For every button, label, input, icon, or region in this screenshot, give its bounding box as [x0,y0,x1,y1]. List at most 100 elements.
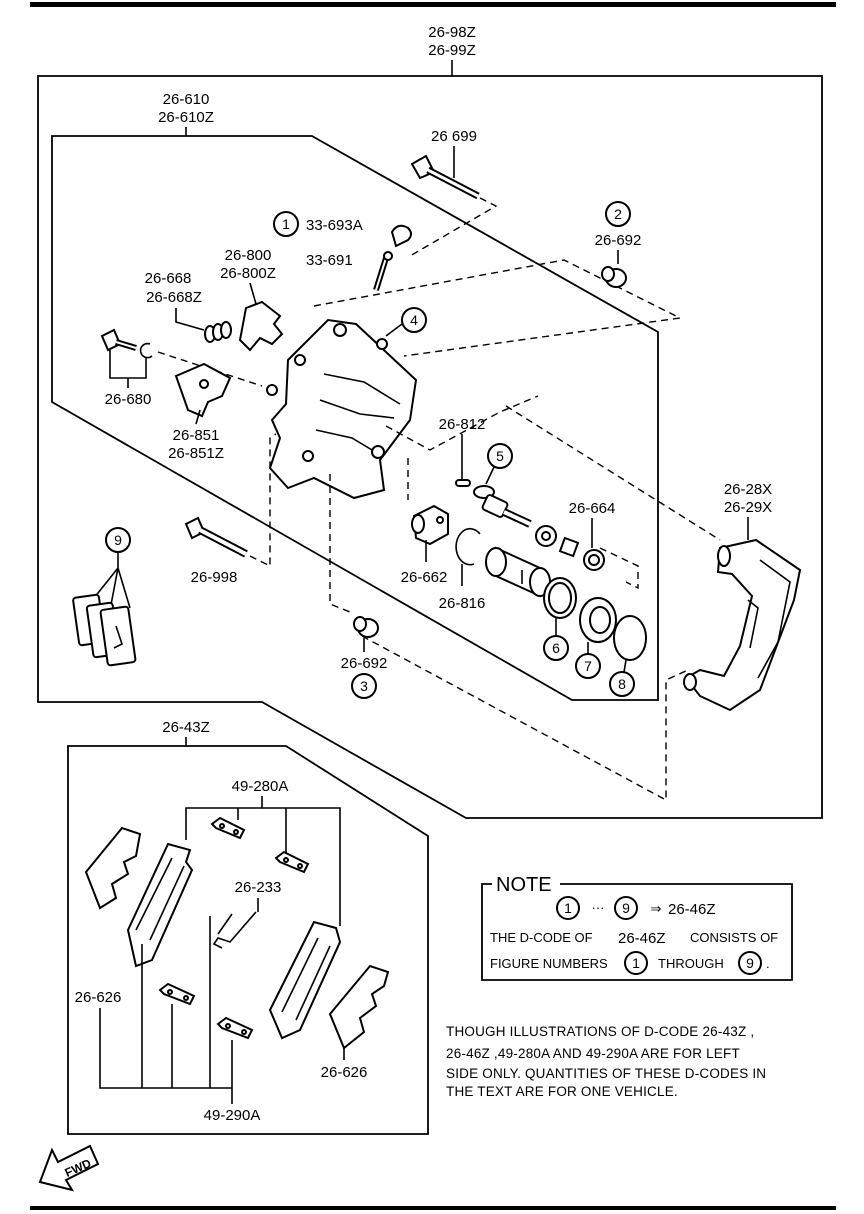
callout-2-circle [605,201,631,227]
clip-top-right-part [274,850,310,874]
lever-part [174,362,232,418]
cap-part [390,224,412,248]
dash-lower-boot [329,474,351,613]
label-bracket-line1: 26-28X [724,481,772,498]
note-range-sep: ··· [592,900,605,915]
label-clip-top: 49-280A [232,778,289,795]
fwd-arrow: FWD [38,1144,100,1192]
callout-6: 6 [552,640,560,656]
disclaimer-line4: THE TEXT ARE FOR ONE VEHICLE. [446,1084,678,1099]
label-bracket-line2: 26-29X [724,499,772,516]
note-line3a: FIGURE NUMBERS [490,956,608,971]
label-spring-plate-line2: 26-800Z [220,265,276,282]
label-assembly-line1: 26-98Z [428,24,476,41]
leader-clip-top-b [262,807,341,926]
note-line2b: 26-46Z [618,930,666,947]
callout-7: 7 [584,658,592,674]
boot-upper-part [601,266,627,288]
pad-left-part [126,842,194,968]
fwd-arrow-icon [38,1144,100,1192]
dash-lower-frame [361,635,689,802]
note-title: NOTE [496,874,552,896]
spring-wire-part [212,911,257,949]
pad-kit-part [72,593,137,667]
label-snap-ring: 26-816 [439,595,486,612]
dash-guide-pin [249,433,277,568]
label-spring-plate-line1: 26-800 [225,247,272,264]
clip-bottom-right-part [216,1016,254,1040]
note-range-from: 1 [564,900,572,916]
callout-9: 9 [114,532,122,548]
note-circle-to [614,896,638,920]
leader-callout-9-c [117,567,131,609]
label-spring-wire: 26-233 [235,879,282,896]
label-caliper-line2: 26-610Z [158,109,214,126]
callout-5: 5 [496,448,504,464]
label-piston-parts: 26-662 [401,569,448,586]
disclaimer-line1: THOUGH ILLUSTRATIONS OF D-CODE 26-43Z , [446,1024,754,1039]
dash-piston-right [599,547,639,590]
assembly-frame [37,75,823,819]
spring-part [204,321,232,343]
leader-clip-top-a [185,796,263,840]
disclaimer-line3: SIDE ONLY. QUANTITIES OF THESE D-CODES I… [446,1066,766,1081]
callout-2: 2 [614,206,622,222]
label-adjuster-nut: 26-664 [569,500,616,517]
caliper-body [266,318,418,500]
lever-hole [199,379,209,389]
leader-shim-left [99,1008,232,1089]
shim-right-part [328,964,390,1050]
callout-4: 4 [410,312,418,328]
small-bolt-part [100,328,153,359]
plug-part [376,338,388,350]
label-boot-upper: 26-692 [595,232,642,249]
callout-7-circle [575,653,601,679]
note-range-to: 9 [622,900,630,916]
leader-spring [175,308,205,331]
label-bleeder: 33-691 [306,252,353,269]
note-arrow: ⇒ [651,901,662,916]
pad-right-part [268,920,342,1040]
leader-small-bolt-bracket [109,350,147,379]
note-line3e: . [766,956,770,971]
callout-3-circle [351,673,377,699]
dash-to-bracket [505,405,721,541]
caliper-frame [51,135,659,701]
top-rule [30,2,836,7]
clip-bottom-left-part [158,982,196,1006]
callout-1: 1 [282,216,290,232]
label-boot-lower: 26-692 [341,655,388,672]
dash-pin [385,395,539,451]
label-clip-bottom: 49-290A [204,1107,261,1124]
label-spring-line2: 26-668Z [146,289,202,306]
pin-part [455,479,471,487]
snap-ring-part [455,527,481,566]
label-pin-seal: 26-812 [439,416,486,433]
guide-pin-part [184,516,248,558]
boot-lower-part [353,616,379,638]
note-box: NOTE 1 ··· 9 ⇒ 26-46Z THE D-CODE OF 26-4… [481,874,793,981]
seal-6-part [543,577,577,619]
seal-7-part [579,597,617,643]
leader-lever [195,409,201,425]
leader-spring-plate [249,282,257,305]
leader-callout-5 [485,466,495,485]
note-range-code: 26-46Z [668,901,716,918]
label-bolt-top: 26 699 [431,128,477,145]
disclaimer-line2: 26-46Z ,49-280A AND 49-290A ARE FOR LEFT [446,1046,740,1061]
note-line3c: THROUGH [658,956,724,971]
label-caliper-line1: 26-610 [163,91,210,108]
spring-plate-part [238,300,284,352]
dash-bolt-top [409,197,498,257]
note-circle-9 [738,951,762,975]
callout-8-circle [609,671,635,697]
piston-parts-part [411,504,449,546]
callout-4-circle [401,307,427,333]
callout-8: 8 [618,676,626,692]
spindle-part [481,494,532,528]
label-shim-left: 26-626 [75,989,122,1006]
label-lever-line2: 26-851Z [168,445,224,462]
label-small-bolt: 26-680 [105,391,152,408]
label-shim-right: 26-626 [321,1064,368,1081]
label-guide-pin: 26-998 [191,569,238,586]
